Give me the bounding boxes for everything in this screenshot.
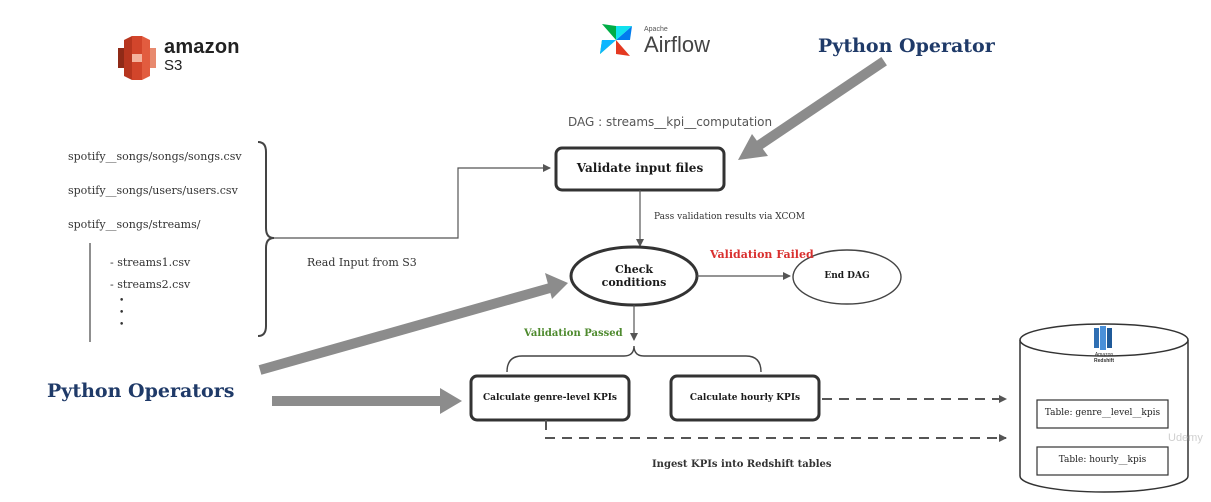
genre-ingest-edge [545,420,1007,442]
file-streams-folder: spotify__songs/streams/ [68,218,201,231]
hourly-table-box [1036,446,1169,476]
dag-label: DAG : streams__kpi__computation [568,115,773,129]
redshift-amazon-label: Amazon [1094,352,1114,358]
file-users: spotify__songs/users/users.csv [68,184,238,197]
check-conditions-line1: Check [614,263,654,276]
airflow-name: Airflow [644,32,711,57]
apache-airflow-logo: Apache Airflow [596,20,736,64]
hourly-kpis-label: Calculate hourly KPIs [689,393,801,403]
python-operator-arrow [738,57,887,160]
validation-passed-label: Validation Passed [524,328,623,339]
file-more-dot: • [119,296,125,306]
s3-bucket-icon [118,36,156,80]
genre-table-label: Table: genre__level__kpis [1044,408,1161,418]
airflow-pinwheel-icon [600,24,632,56]
hourly-table-label: Table: hourly__kpis [1058,455,1147,465]
file-more-dot: • [119,320,125,330]
file-stream2: - streams2.csv [110,278,191,291]
validate-input-files-label: Validate input files [576,161,704,175]
genre-table-box [1036,399,1169,429]
file-more-dot: • [119,308,125,318]
genre-kpis-label: Calculate genre-level KPIs [483,393,617,403]
udemy-watermark: Udemy [1168,432,1203,444]
s3-subtitle: S3 [164,57,183,74]
python-operators-heading: Python Operators [47,380,235,402]
s3-brand-name: amazon [164,36,240,58]
read-input-connector [274,164,551,239]
file-list-brace [257,141,275,337]
redshift-icon [1094,326,1112,350]
airflow-apache-label: Apache [644,26,668,33]
file-songs: spotify__songs/songs/songs.csv [68,150,242,163]
amazon-s3-logo: amazon S3 [116,34,246,82]
xcom-edge-label: Pass validation results via XCOM [654,212,805,222]
end-dag-node [792,249,902,305]
end-dag-label: End DAG [824,271,870,281]
genre-kpis-box [469,374,631,422]
ingest-edge-label: Ingest KPIs into Redshift tables [652,459,832,470]
validation-failed-label: Validation Failed [710,248,814,261]
check-conditions-line2: conditions [601,276,667,289]
split-brace [506,345,762,373]
hourly-kpis-box [669,374,821,422]
python-operators-arrow-right [272,388,462,414]
python-operators-arrow-up [258,273,568,375]
redshift-logo-text: Amazon Redshift [1084,352,1124,364]
read-input-label: Read Input from S3 [307,256,417,269]
file-stream1: - streams1.csv [110,256,191,269]
python-operator-heading: Python Operator [818,35,995,57]
check-conditions-label: Check conditions [571,263,697,289]
redshift-name-label: Redshift [1094,358,1114,364]
